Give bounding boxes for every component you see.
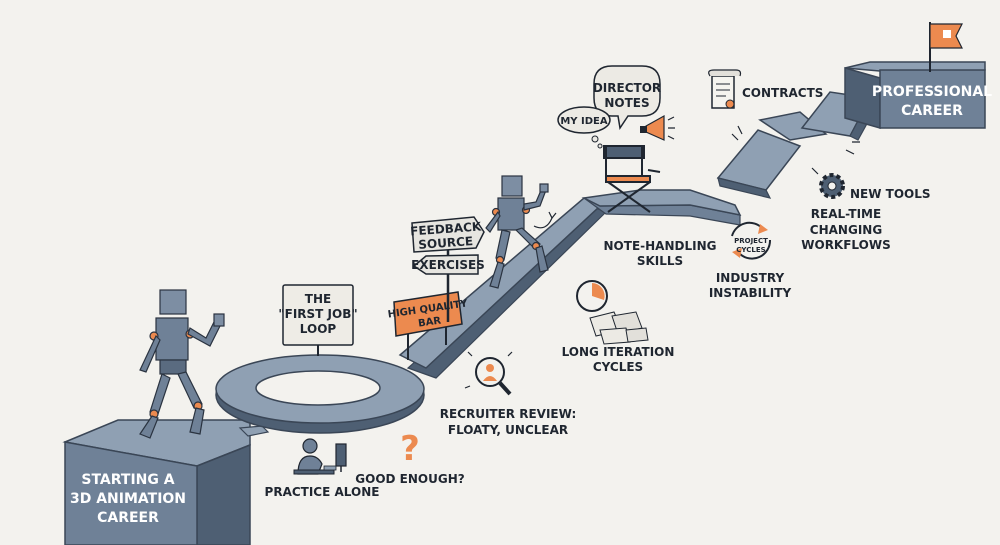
start-block-line2: 3D ANIMATION xyxy=(70,491,186,507)
person-at-computer-icon xyxy=(293,438,347,475)
gear-icon xyxy=(819,173,845,199)
contracts-label: CONTRACTS xyxy=(742,86,823,100)
changing-workflows-line1: CHANGING xyxy=(810,223,882,237)
first-job-line3: LOOP xyxy=(300,322,337,336)
flag-icon xyxy=(929,22,963,72)
magnifier-person-icon xyxy=(464,351,513,396)
long-iteration-line2: CYCLES xyxy=(593,360,643,374)
clock-icon xyxy=(576,280,608,312)
signpost-feedback-line2: SOURCE xyxy=(418,234,474,252)
scattered-papers-icon xyxy=(589,311,649,345)
industry-instability-line1: INDUSTRY xyxy=(716,271,785,285)
director-notes-line1: DIRECTOR xyxy=(593,81,661,95)
robot-figure-ramp xyxy=(485,175,557,289)
career-path xyxy=(215,91,881,437)
cycle-arrows-icon xyxy=(731,221,772,260)
signpost: FEEDBACK SOURCE EXERCISES xyxy=(410,216,485,322)
recruiter-review-line1: RECRUITER REVIEW: xyxy=(440,407,577,421)
start-block-line3: CAREER xyxy=(97,510,159,526)
director-notes-line2: NOTES xyxy=(604,96,649,110)
megaphone-icon xyxy=(640,114,675,141)
first-job-line1: THE xyxy=(305,292,331,306)
signpost-feedback-line1: FEEDBACK xyxy=(410,219,483,238)
real-time-label: REAL-TIME xyxy=(811,207,881,221)
note-handling-line1: NOTE-HANDLING xyxy=(604,239,717,253)
good-enough-label: GOOD ENOUGH? xyxy=(355,472,464,486)
practice-alone-label: PRACTICE ALONE xyxy=(265,485,380,499)
director-chair-icon xyxy=(603,145,661,213)
my-idea-bubble: MY IDEA xyxy=(557,106,611,149)
note-handling-line2: SKILLS xyxy=(637,254,683,268)
my-idea-label: MY IDEA xyxy=(560,116,608,127)
question-mark-icon: ? xyxy=(400,429,420,469)
director-notes-bubble: DIRECTOR NOTES xyxy=(593,65,661,130)
first-job-line2: "FIRST JOB" xyxy=(278,307,357,321)
long-iteration-line1: LONG ITERATION xyxy=(562,345,675,359)
new-tools-label: NEW TOOLS xyxy=(850,187,931,201)
first-job-sign: THE "FIRST JOB" LOOP xyxy=(278,284,358,356)
end-block-line2: CAREER xyxy=(901,103,963,119)
project-cycles-line2: CYCLES xyxy=(736,246,765,254)
robot-figure-start xyxy=(139,289,225,439)
signpost-exercises: EXERCISES xyxy=(411,258,485,272)
recruiter-review-line2: FLOATY, UNCLEAR xyxy=(448,423,568,437)
end-block: PROFESSIONAL CAREER xyxy=(844,61,992,129)
changing-workflows-line2: WORKFLOWS xyxy=(801,238,890,252)
start-block: STARTING A 3D ANIMATION CAREER xyxy=(62,419,251,545)
end-block-line1: PROFESSIONAL xyxy=(872,84,992,100)
high-quality-line2: BAR xyxy=(417,315,442,329)
project-cycles-line1: PROJECT xyxy=(734,237,768,245)
contract-scroll-icon xyxy=(708,69,742,109)
industry-instability-line2: INSTABILITY xyxy=(709,286,792,300)
start-block-line1: STARTING A xyxy=(81,472,174,488)
